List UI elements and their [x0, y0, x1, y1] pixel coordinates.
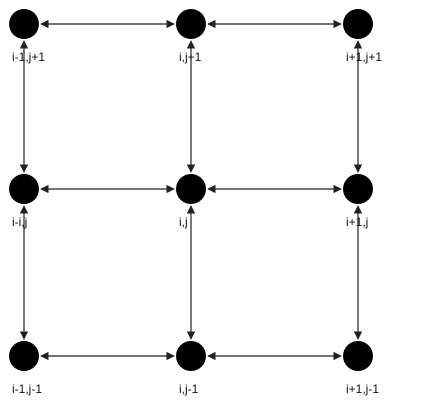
node-n00 [9, 9, 39, 39]
node-label: i-1,j+1 [12, 50, 45, 64]
node-n01 [9, 174, 39, 204]
node-n21 [343, 174, 373, 204]
node-label: i+1,j+1 [346, 50, 382, 64]
node-label: i-1,j-1 [12, 382, 42, 396]
edges [19, 19, 363, 361]
node-label: i,j+1 [179, 50, 202, 64]
node-label: i-i,j [12, 215, 27, 229]
node-n02 [9, 341, 39, 371]
node-n11 [176, 174, 206, 204]
node-label: i,j-1 [179, 382, 199, 396]
node-n12 [176, 341, 206, 371]
node-n20 [343, 9, 373, 39]
node-label: i+1,j-1 [346, 382, 379, 396]
node-label: i,j [179, 215, 188, 229]
nodes [9, 9, 373, 371]
node-n22 [343, 341, 373, 371]
node-label: i+1,j [346, 215, 368, 229]
node-n10 [176, 9, 206, 39]
labels: i-1,j+1 i,j+1 i+1,j+1 i-i,j i,j i+1,j i-1,j-1 i… [12, 50, 382, 396]
